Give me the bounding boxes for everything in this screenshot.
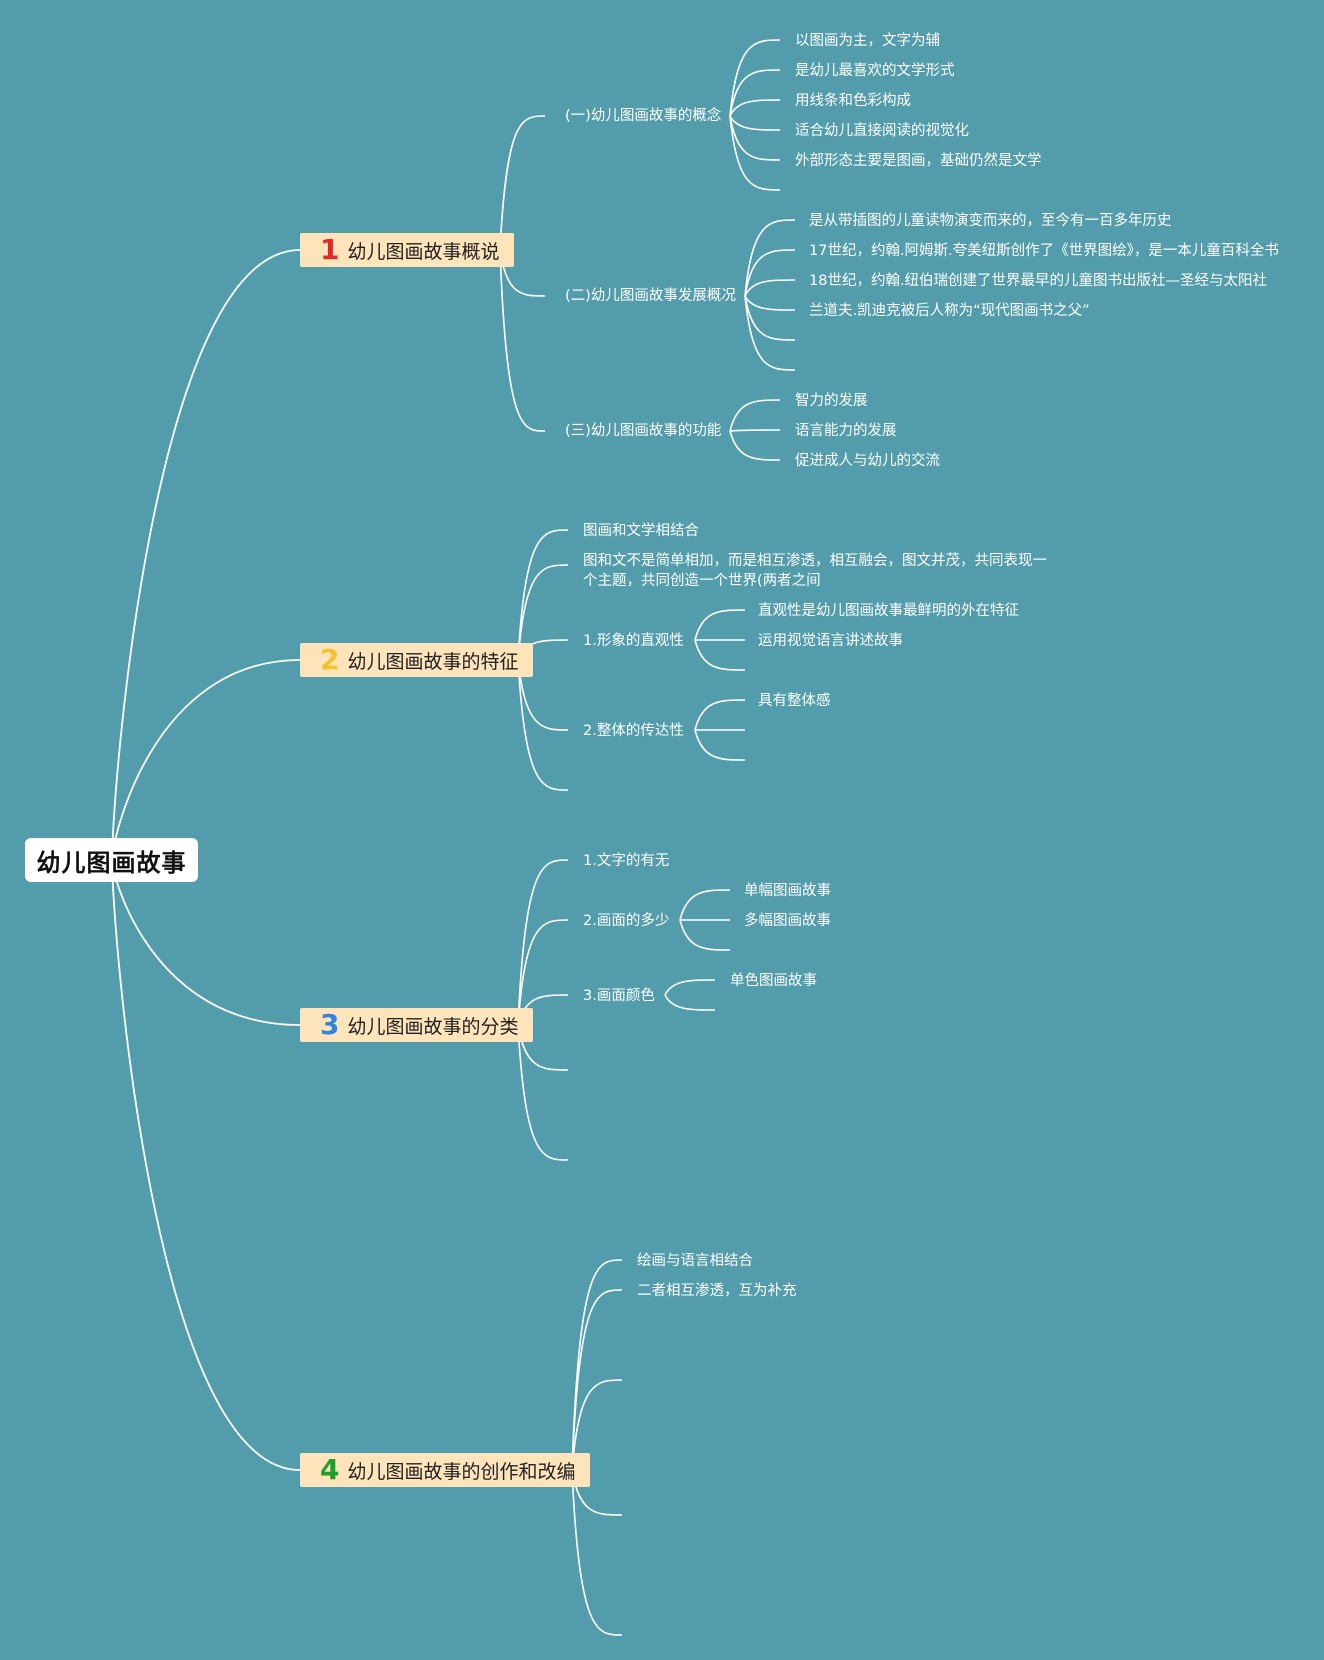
number-4-icon: 4 [320,1453,340,1486]
branch-connector-line [499,115,546,251]
sub-connector-line [729,429,781,432]
leaf-node[interactable]: 具有整体感 [758,693,831,709]
sub-connector-line [729,39,781,117]
branch-connector-line [499,249,546,432]
branch-connector-line [517,1024,569,1161]
sub-connector-line [729,430,781,461]
sub-node[interactable]: 1.形象的直观性 [583,633,684,649]
leaf-node[interactable]: 智力的发展 [795,393,868,409]
sub-node[interactable]: 2.画面的多少 [583,913,670,929]
sub-connector-line [744,219,796,297]
leaf-node[interactable]: 促进成人与幼儿的交流 [795,453,940,469]
sub-connector-line [694,609,746,641]
root-connector-line [111,859,301,1026]
sub-node[interactable]: 3.画面颜色 [583,988,655,1004]
sub-node-concept[interactable]: (一)幼儿图画故事的概念 [565,108,722,124]
sub-connector-line [744,279,796,297]
sub-connector-line [744,295,796,341]
sub-node-history[interactable]: (二)幼儿图画故事发展概况 [565,288,736,304]
sub-connector-line [694,699,746,731]
branch-node-3[interactable]: 3 幼儿图画故事的分类 [300,1008,533,1042]
leaf-node[interactable]: 用线条和色彩构成 [795,93,911,109]
branch-connector-line [517,859,569,1026]
sub-connector-line [744,295,796,311]
leaf-node[interactable]: 以图画为主，文字为辅 [795,33,940,49]
sub-connector-line [729,115,781,191]
leaf-node[interactable]: 运用视觉语言讲述故事 [758,633,903,649]
leaf-node[interactable]: 是幼儿最喜欢的文学形式 [795,63,955,79]
branch-connector-line [571,1289,623,1471]
sub-connector-line [729,115,781,161]
branch-node-2[interactable]: 2 幼儿图画故事的特征 [300,643,533,677]
sub-node[interactable]: 图画和文学相结合 [583,523,699,539]
sub-node-function[interactable]: (三)幼儿图画故事的功能 [565,423,722,439]
leaf-node[interactable]: 直观性是幼儿图画故事最鲜明的外在特征 [758,603,1019,619]
number-1-icon: 1 [320,233,340,266]
leaf-node[interactable]: 语言能力的发展 [795,423,897,439]
sub-connector-line [729,69,781,117]
sub-connector-line [679,919,731,951]
leaf-node[interactable]: 单幅图画故事 [744,883,831,899]
sub-connector-line [729,399,781,432]
branch-connector-line [517,919,569,1026]
branch-label: 幼儿图画故事的创作和改编 [347,1460,576,1483]
sub-connector-line [744,249,796,297]
leaf-node[interactable]: 适合幼儿直接阅读的视觉化 [795,123,969,139]
leaf-node[interactable]: 外部形态主要是图画，基础仍然是文学 [795,153,1042,169]
leaf-node[interactable]: 多幅图画故事 [744,913,831,929]
sub-node[interactable]: 二者相互渗透，互为补充 [637,1283,797,1299]
branch-connector-line [571,1379,623,1471]
sub-node[interactable]: 1.文字的有无 [583,853,670,869]
sub-node[interactable]: 2.整体的传达性 [583,723,684,739]
leaf-node[interactable]: 是从带插图的儿童读物演变而来的，至今有一百多年历史 [809,213,1172,229]
sub-connector-line [729,115,781,131]
sub-connector-line [744,295,796,371]
leaf-node[interactable]: 18世纪，约翰.纽伯瑞创建了世界最早的儿童图书出版社—圣经与太阳社 [809,273,1268,289]
number-3-icon: 3 [320,1008,340,1041]
sub-connector-line [664,994,716,1011]
branch-connector-line [517,564,569,661]
root-connector-line [111,659,301,861]
sub-connector-line [679,889,731,921]
branch-label: 幼儿图画故事的分类 [347,1015,519,1038]
root-node[interactable]: 幼儿图画故事 [25,838,198,882]
root-connector-line [111,249,301,861]
leaf-node[interactable]: 兰道夫.凯迪克被后人称为“现代图画书之父” [809,303,1090,319]
branch-connector-line [517,529,569,661]
branch-node-1[interactable]: 1 幼儿图画故事概说 [300,233,514,267]
sub-connector-line [729,99,781,117]
sub-connector-line [664,979,716,996]
branch-label: 幼儿图画故事的特征 [347,650,519,673]
branch-connector-line [517,659,569,731]
sub-connector-line [694,729,746,761]
branch-node-4[interactable]: 4 幼儿图画故事的创作和改编 [300,1453,590,1487]
sub-node[interactable]: 绘画与语言相结合 [637,1253,753,1269]
branch-connector-line [517,659,569,791]
leaf-node[interactable]: 17世纪，约翰.阿姆斯.夸美纽斯创作了《世界图绘》，是一本儿童百科全书 [809,243,1279,259]
leaf-node[interactable]: 单色图画故事 [730,973,817,989]
branch-connector-line [571,1259,623,1471]
sub-node[interactable]: 图和文不是简单相加，而是相互渗透，相互融会，图文并茂，共同表现一个主题，共同创造… [583,553,1047,589]
number-2-icon: 2 [320,643,340,676]
branch-label: 幼儿图画故事概说 [347,240,500,263]
sub-connector-line [694,639,746,671]
branch-connector-line [571,1469,623,1636]
root-connector-line [111,859,301,1471]
